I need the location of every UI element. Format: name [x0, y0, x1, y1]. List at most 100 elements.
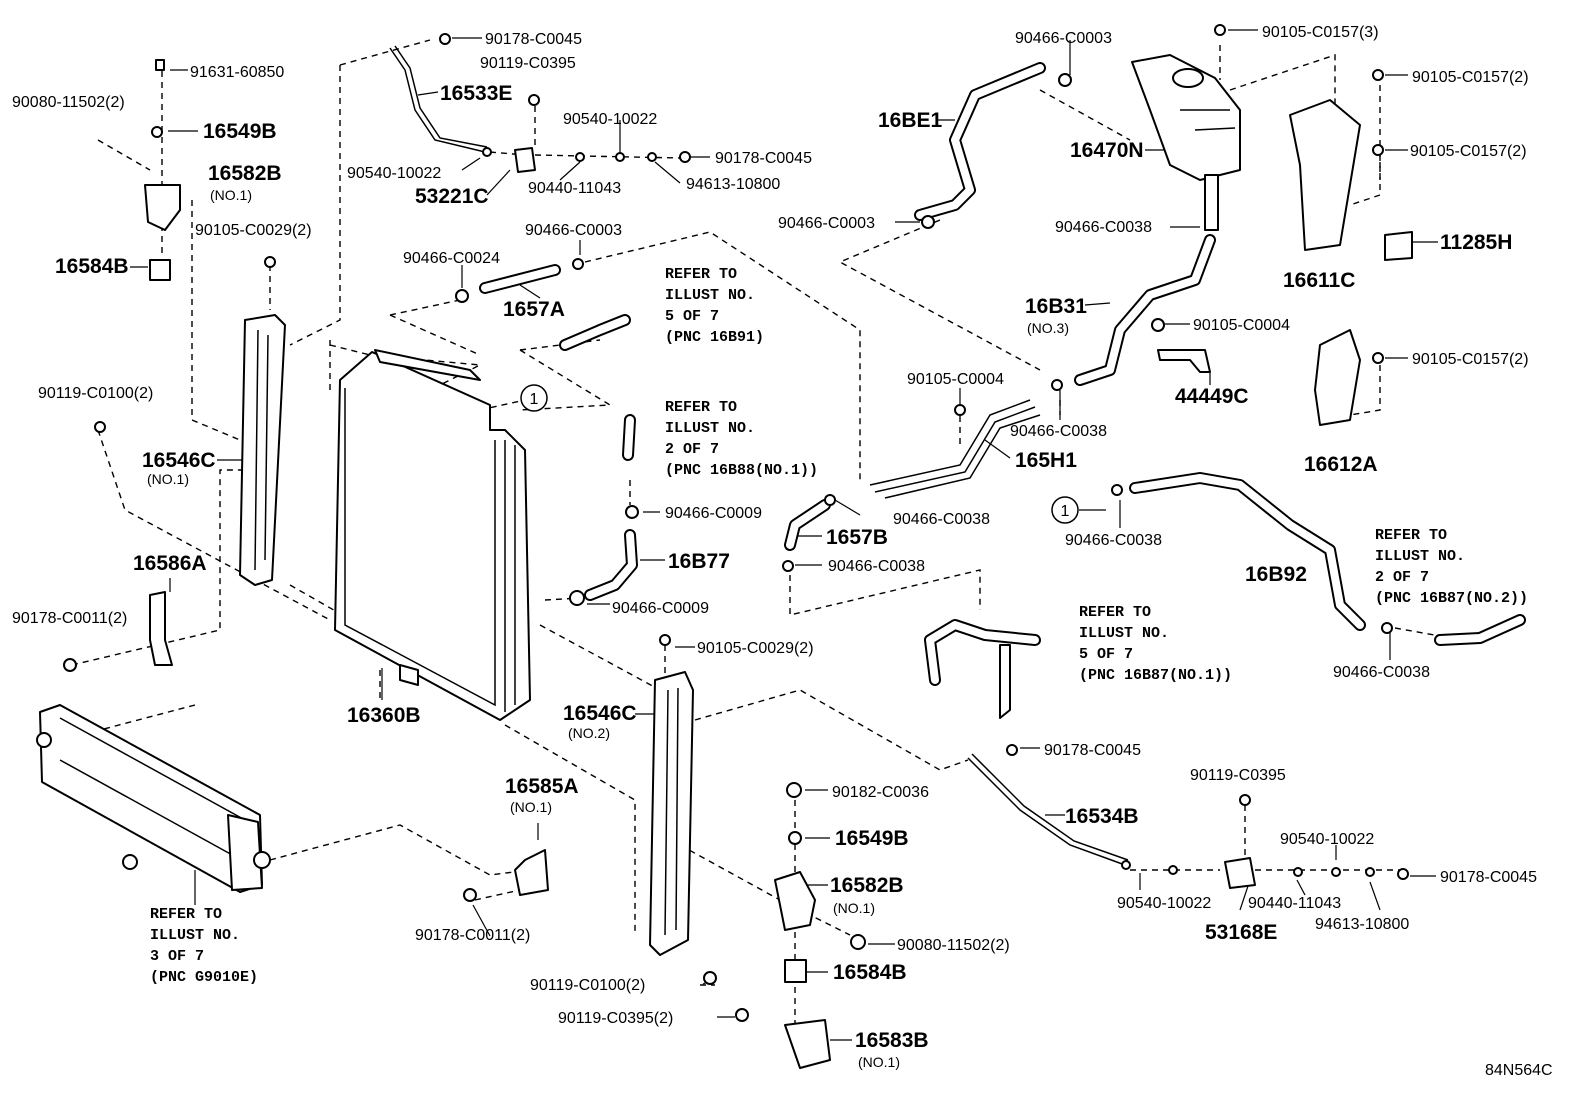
part-label-c20: 90119-C0100(2)	[38, 385, 153, 402]
part-label-c72: 90119-C0395	[1190, 767, 1286, 784]
marker-1-upper: 1	[530, 391, 539, 408]
part-label-c57: 90105-C0004	[1193, 317, 1290, 334]
part-label-c56: (NO.3)	[1027, 320, 1069, 336]
part-label-c8: 16582B	[208, 162, 282, 185]
part-label-c37: 90182-C0036	[832, 784, 929, 801]
reference-note-n5-line: REFER TO	[150, 906, 222, 923]
part-label-c3: 90119-C0395	[480, 55, 576, 72]
reference-note-n2-line: ILLUST NO.	[665, 420, 755, 437]
part-label-c13: 53221C	[415, 185, 489, 208]
reference-notes: REFER TO ILLUST NO. 5 OF 7 (PNC 16B91) REFER…	[150, 266, 1528, 986]
part-label-c22: (NO.1)	[147, 471, 189, 487]
part-label-c45: 90466-C0003	[1015, 30, 1112, 47]
reference-note-n5-line: ILLUST NO.	[150, 927, 240, 944]
part-label-c70: 90178-C0045	[1044, 742, 1141, 759]
part-label-c67: 90466-C0038	[1065, 532, 1162, 549]
fasteners	[63, 24, 1409, 1022]
part-label-c61: 90466-C0038	[1010, 423, 1107, 440]
part-label-c43: 16583B	[855, 1029, 929, 1052]
reference-note-n2-line: REFER TO	[665, 399, 737, 416]
part-label-c32: 16585A	[505, 775, 579, 798]
reference-note-n4-line: REFER TO	[1375, 527, 1447, 544]
part-label-c33: (NO.1)	[510, 799, 552, 815]
part-label-c16: 90466-C0003	[525, 222, 622, 239]
part-label-c11: 90178-C0045	[715, 150, 812, 167]
diagram-code: 84N564C	[1485, 1062, 1553, 1079]
part-label-c73: 90540-10022	[1117, 895, 1211, 912]
part-label-c19: 1657A	[503, 298, 565, 321]
part-label-c7: 90540-10022	[563, 111, 657, 128]
part-label-c55: 16B31	[1025, 295, 1087, 318]
baffle-16546C-no1	[239, 314, 286, 586]
reference-note-n1-line: (PNC 16B91)	[665, 329, 764, 346]
part-label-c63: 16612A	[1304, 453, 1378, 476]
part-label-c64: 90466-C0038	[893, 511, 990, 528]
part-label-c14: 94613-10800	[686, 176, 780, 193]
part-label-c65: 1657B	[826, 526, 888, 549]
part-label-c29: 16360B	[347, 704, 421, 727]
part-label-c42: 16584B	[833, 961, 907, 984]
part-label-c75: 90440-11043	[1248, 895, 1341, 912]
leader-lines	[130, 29, 1438, 1041]
part-label-c34: 90178-C0011(2)	[415, 927, 530, 944]
baffle-16546C-no2	[649, 671, 694, 956]
part-label-c78: 94613-10800	[1315, 916, 1409, 933]
part-label-c23: 16586A	[133, 552, 207, 575]
reference-note-n3-line: 5 OF 7	[1079, 646, 1133, 663]
radiator-16360B	[334, 349, 531, 721]
hoses	[479, 62, 1526, 686]
reservoir-tank-16470N	[1131, 54, 1241, 231]
part-label-c53: 11285H	[1440, 231, 1512, 254]
part-label-c59: 44449C	[1175, 385, 1249, 408]
lower-bracket-16582B	[774, 782, 831, 1069]
pipes	[389, 45, 1129, 866]
part-label-c25: 90466-C0009	[665, 505, 762, 522]
reference-note-n5-line: 3 OF 7	[150, 948, 204, 965]
part-label-c60: 90105-C0004	[907, 371, 1004, 388]
oil-cooler	[36, 704, 271, 893]
part-label-c62: 165H1	[1015, 449, 1077, 472]
reference-note-n3-line: (PNC 16B87(NO.1))	[1079, 667, 1232, 684]
part-label-c9: (NO.1)	[210, 187, 252, 203]
part-label-c50: 90105-C0157(2)	[1412, 69, 1529, 86]
part-label-c35: 90119-C0100(2)	[530, 977, 645, 994]
reference-note-n3-line: ILLUST NO.	[1079, 625, 1169, 642]
upper-bracket-16582B	[144, 59, 181, 281]
part-label-c21: 16546C	[142, 449, 216, 472]
part-label-c15: 90105-C0029(2)	[195, 222, 312, 239]
part-label-c26: 16B77	[668, 550, 730, 573]
reference-note-n3-line: REFER TO	[1079, 604, 1151, 621]
part-label-c2: 91631-60850	[190, 64, 284, 81]
part-label-c38: 16549B	[835, 827, 909, 850]
part-label-c24: 90178-C0011(2)	[12, 610, 127, 627]
part-label-c48: 90105-C0157(3)	[1262, 24, 1379, 41]
part-label-c58: 90105-C0157(2)	[1412, 351, 1529, 368]
circled-markers: 1 1	[520, 384, 1079, 524]
part-label-c28: 90105-C0029(2)	[697, 640, 814, 657]
part-label-c77: 53168E	[1205, 921, 1277, 944]
marker-1-right: 1	[1061, 503, 1070, 520]
part-label-c68: 16B92	[1245, 563, 1307, 586]
part-label-c41: 90080-11502(2)	[897, 937, 1010, 954]
reference-note-n1-line: 5 OF 7	[665, 308, 719, 325]
part-label-c71: 16534B	[1065, 805, 1139, 828]
part-label-c44: (NO.1)	[858, 1054, 900, 1070]
reference-note-n4-line: 2 OF 7	[1375, 569, 1429, 586]
part-label-c5: 16533E	[440, 82, 512, 105]
part-label-c36: 90119-C0395(2)	[558, 1010, 673, 1027]
part-label-c76: 90178-C0045	[1440, 869, 1537, 886]
part-label-c17: 90466-C0024	[403, 250, 500, 267]
reference-note-n2-line: (PNC 16B88(NO.1))	[665, 462, 818, 479]
part-label-c4: 90080-11502(2)	[12, 94, 125, 111]
reference-note-n5-line: (PNC G9010E)	[150, 969, 258, 986]
part-label-c1: 90178-C0045	[485, 31, 582, 48]
part-label-c40: (NO.1)	[833, 900, 875, 916]
reference-note-n4-line: (PNC 16B87(NO.2))	[1375, 590, 1528, 607]
part-label-c52: 90466-C0038	[1055, 219, 1152, 236]
part-label-c47: 90466-C0003	[778, 215, 875, 232]
part-label-c6: 16549B	[203, 120, 277, 143]
part-label-c12: 90440-11043	[528, 180, 621, 197]
reference-note-n4-line: ILLUST NO.	[1375, 548, 1465, 565]
